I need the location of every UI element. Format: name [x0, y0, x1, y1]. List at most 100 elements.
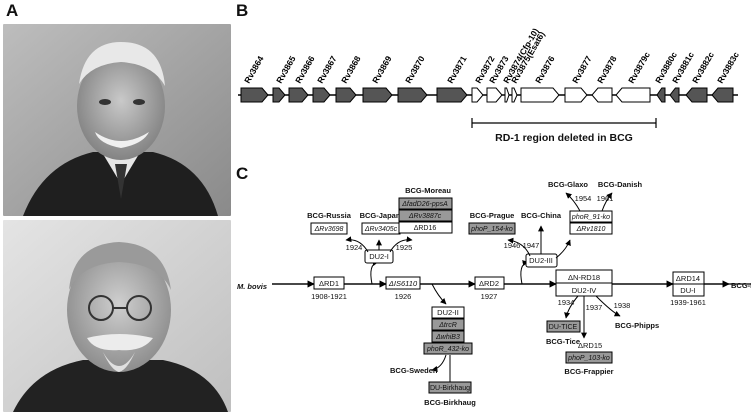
- russia-deletion-box: [310, 222, 348, 235]
- bcg-sweden-label: BCG-Sweden: [390, 366, 438, 375]
- gene-label: Rv3883c: [715, 50, 741, 85]
- bcg-danish-label: BCG-Danish: [598, 180, 643, 189]
- gene-arrow-rv3867: [312, 87, 331, 103]
- whib3-box: [431, 330, 465, 343]
- bcg-moreau-label: BCG-Moreau: [405, 186, 451, 195]
- rd14-years: 1939-1961: [670, 298, 706, 307]
- du-birkhaug-label: DU-Birkhaug: [430, 385, 470, 392]
- year-1954: 1954: [575, 194, 592, 203]
- panel-label-a: A: [6, 1, 19, 20]
- phor432-label: phoR_432-ko: [426, 346, 469, 353]
- phor91-box: [569, 210, 613, 223]
- rv1810-label: ΔRv1810: [576, 226, 606, 233]
- bcg-china-label: BCG-China: [521, 211, 562, 220]
- gene-arrow-rv3874-cfp-10-: [504, 87, 510, 103]
- japan-deletion: ΔRv3405c: [364, 226, 398, 233]
- phor432-box: [423, 342, 473, 355]
- du2-iv-label: DU2-IV: [572, 286, 597, 295]
- gene-arrow-rv3882c: [685, 87, 708, 103]
- rd1-box: [313, 276, 345, 290]
- du-birkhaug-box: [428, 381, 472, 394]
- gene-arrow-rv3880c: [656, 87, 666, 103]
- gene-label: Rv3876: [533, 54, 557, 85]
- moreau-deletion-2: ΔRv3887c: [408, 213, 442, 220]
- bcg-glaxo-label: BCG-Glaxo: [548, 180, 588, 189]
- du2-iii-label: DU2-III: [529, 256, 553, 265]
- rd15-label: ΔRD15: [578, 341, 602, 350]
- year-1947: 1947: [523, 241, 540, 250]
- du2-ii-box: [431, 306, 465, 319]
- gene-label: Rv3877: [570, 54, 594, 85]
- rd2-box: [474, 276, 505, 290]
- moreau-deletion-box-3: [398, 221, 453, 234]
- rd1-label: ΔRD1: [319, 279, 339, 288]
- rd1-years: 1908-1921: [311, 292, 347, 301]
- gene-label: Rv3869: [370, 54, 394, 85]
- gene-arrow-rv3869: [362, 87, 393, 103]
- rd2-label: ΔRD2: [479, 279, 499, 288]
- is6110-box: [385, 276, 421, 290]
- moreau-deletion-1: ΔfadD26-ppsA: [401, 201, 448, 208]
- moreau-deletion-box-1: [398, 197, 453, 210]
- bcg-frappier-label: BCG-Frappier: [564, 367, 613, 376]
- panel-label-b: B: [236, 1, 249, 20]
- gene-arrow-rv3870: [397, 87, 428, 103]
- portrait-photo-top: [3, 24, 231, 216]
- du2-ii-label: DU2-II: [437, 308, 459, 317]
- gene-label: Rv3871: [445, 54, 469, 85]
- gene-arrow-rv3868: [335, 87, 357, 103]
- du-i-label: DU-I: [680, 286, 695, 295]
- prague-deletion-box: [468, 222, 516, 235]
- gene-arrow-rv3881c: [669, 87, 680, 103]
- du2-i-label: DU2-I: [369, 252, 389, 261]
- moreau-deletion-3: ΔRD16: [414, 225, 437, 232]
- prague-deletion: phoP_154-ko: [470, 226, 513, 233]
- year-1927: 1927: [481, 292, 498, 301]
- gene-arrow-rv3864: [240, 87, 269, 103]
- year-1937: 1937: [586, 303, 603, 312]
- year-1925: 1925: [396, 243, 413, 252]
- m-bovis-label: M. bovis: [237, 282, 267, 291]
- year-1926: 1926: [395, 292, 412, 301]
- portrait-photo-bottom: [3, 220, 231, 412]
- bcg-lineage-diagram: M. bovis ΔRD1 1908-1921 ΔIS6110 1926 ΔRD…: [237, 180, 751, 407]
- rd14-label: ΔRD14: [676, 274, 700, 283]
- gene-arrow-rv3872: [471, 87, 484, 103]
- gene-arrow-rv3865: [272, 87, 286, 103]
- bcg-japan-label: BCG-Japan: [360, 211, 401, 220]
- gene-arrow-rv3871: [436, 87, 468, 103]
- panel-label-c: C: [236, 164, 249, 183]
- gene-label: Rv3878: [595, 54, 619, 85]
- du-tice-label: DU-TICE: [549, 324, 578, 331]
- year-1924: 1924: [346, 243, 363, 252]
- gene-arrow-rv3876: [520, 87, 560, 103]
- russia-deletion: ΔRv3698: [314, 226, 344, 233]
- year-1946: 1946: [504, 241, 521, 250]
- bcg-pasteur-label: BCG-Pasteur: [731, 281, 751, 290]
- bcg-birkhaug-label: BCG-Birkhaug: [424, 398, 476, 407]
- gene-arrow-rv3866: [288, 87, 309, 103]
- rv1810-box: [569, 222, 613, 235]
- bcg-prague-label: BCG-Prague: [470, 211, 515, 220]
- gene-label: Rv3864: [242, 54, 266, 85]
- trcr-box: [431, 318, 465, 331]
- phor91-label: phoR_91-ko: [571, 214, 610, 221]
- trcr-label: ΔtrcR: [438, 322, 457, 329]
- gene-label: Rv3870: [403, 54, 427, 85]
- bcg-russia-label: BCG-Russia: [307, 211, 352, 220]
- phop103-label: phoP_103-ko: [567, 355, 610, 362]
- bcg-tice-label: BCG-Tice: [546, 337, 580, 346]
- gene-label: Rv3879c: [626, 50, 652, 85]
- whib3-label: ΔwhiB3: [435, 334, 460, 341]
- du-tice-box: [546, 320, 581, 333]
- gene-arrow-rv3883c: [711, 87, 734, 103]
- is6110-label: ΔIS6110: [388, 279, 418, 288]
- gene-arrow-rv3879c: [615, 87, 651, 103]
- moreau-deletion-box-2: [398, 209, 453, 222]
- gene-label: Rv3868: [339, 54, 363, 85]
- gene-arrow-rv3875-esat6-: [511, 87, 518, 103]
- gene-arrow-rv3878: [591, 87, 613, 103]
- bcg-phipps-label: BCG-Phipps: [615, 321, 659, 330]
- phop103-box: [565, 351, 613, 364]
- gene-label: Rv3867: [315, 54, 339, 85]
